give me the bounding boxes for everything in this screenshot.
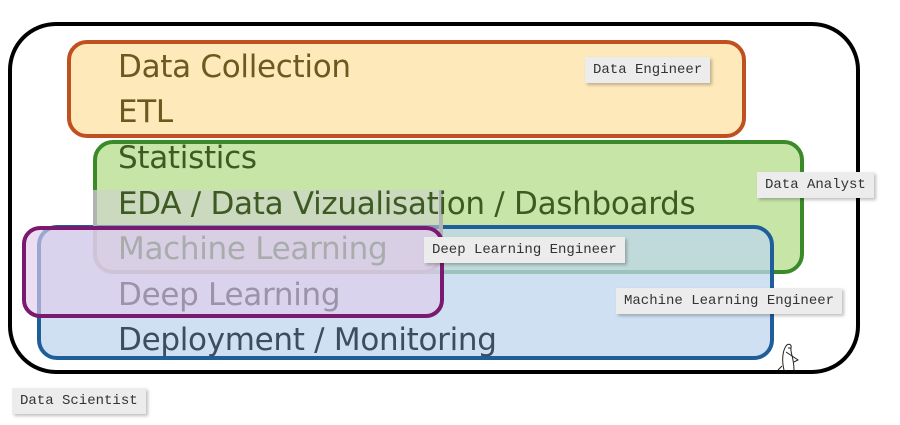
role-data-scientist: Data Scientist — [12, 388, 146, 414]
penguin-sketch-icon — [777, 343, 799, 371]
data-scientist-frame — [8, 22, 860, 374]
role-machine-learning-engineer: Machine Learning Engineer — [616, 288, 843, 314]
dl-engineer-area — [22, 226, 444, 318]
role-data-engineer: Data Engineer — [585, 57, 711, 83]
area-deep-learning: Deep Learning — [118, 277, 341, 313]
area-eda: EDA / Data Vizualisation / Dashboards — [118, 186, 696, 222]
data-engineer-area — [67, 40, 746, 138]
role-data-analyst: Data Analyst — [757, 172, 874, 198]
role-deep-learning-engineer: Deep Learning Engineer — [424, 237, 625, 263]
area-statistics: Statistics — [118, 140, 257, 176]
area-machine-learning: Machine Learning — [118, 231, 388, 267]
area-etl: ETL — [118, 94, 173, 130]
area-data-collection: Data Collection — [118, 49, 351, 85]
area-deployment: Deployment / Monitoring — [118, 322, 497, 358]
